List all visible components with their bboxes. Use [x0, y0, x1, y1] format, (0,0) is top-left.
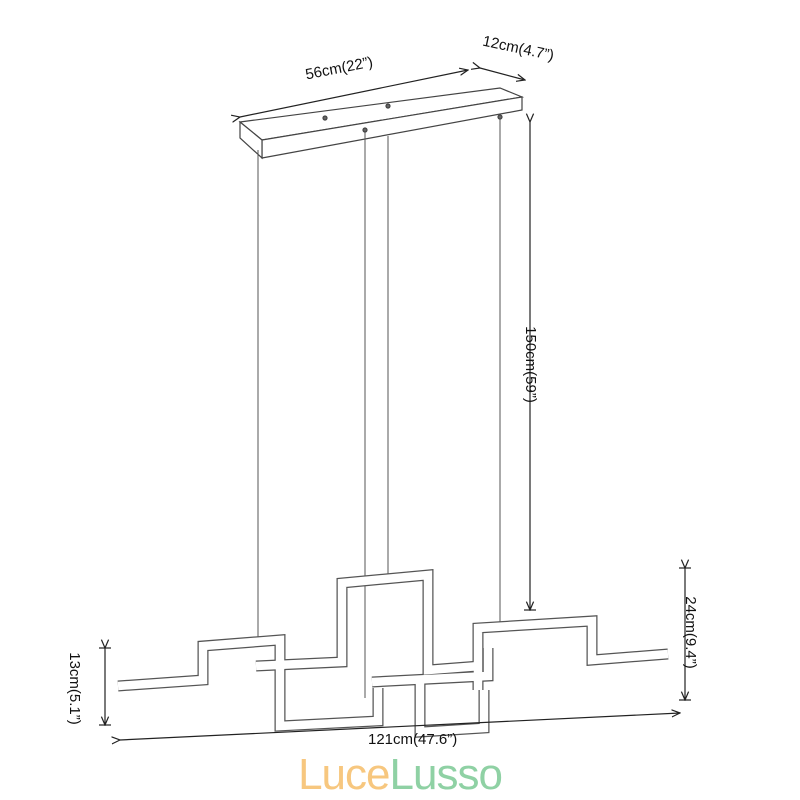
dimension-lines — [99, 68, 691, 740]
fixture-height-label: 24cm(9.4”) — [681, 596, 699, 669]
suspension-cables — [257, 118, 501, 698]
cable-length-label: 150cm(59”) — [521, 326, 539, 403]
total-length-label: 121cm(47.6”) — [368, 731, 458, 748]
logo-part-2: Lusso — [389, 750, 503, 799]
canopy — [238, 87, 525, 160]
arm-height-label: 13cm(5.1”) — [65, 652, 83, 725]
brand-logo: LuceLusso — [0, 752, 800, 798]
fixture-body — [117, 568, 669, 738]
logo-part-1: Luce — [298, 750, 390, 799]
